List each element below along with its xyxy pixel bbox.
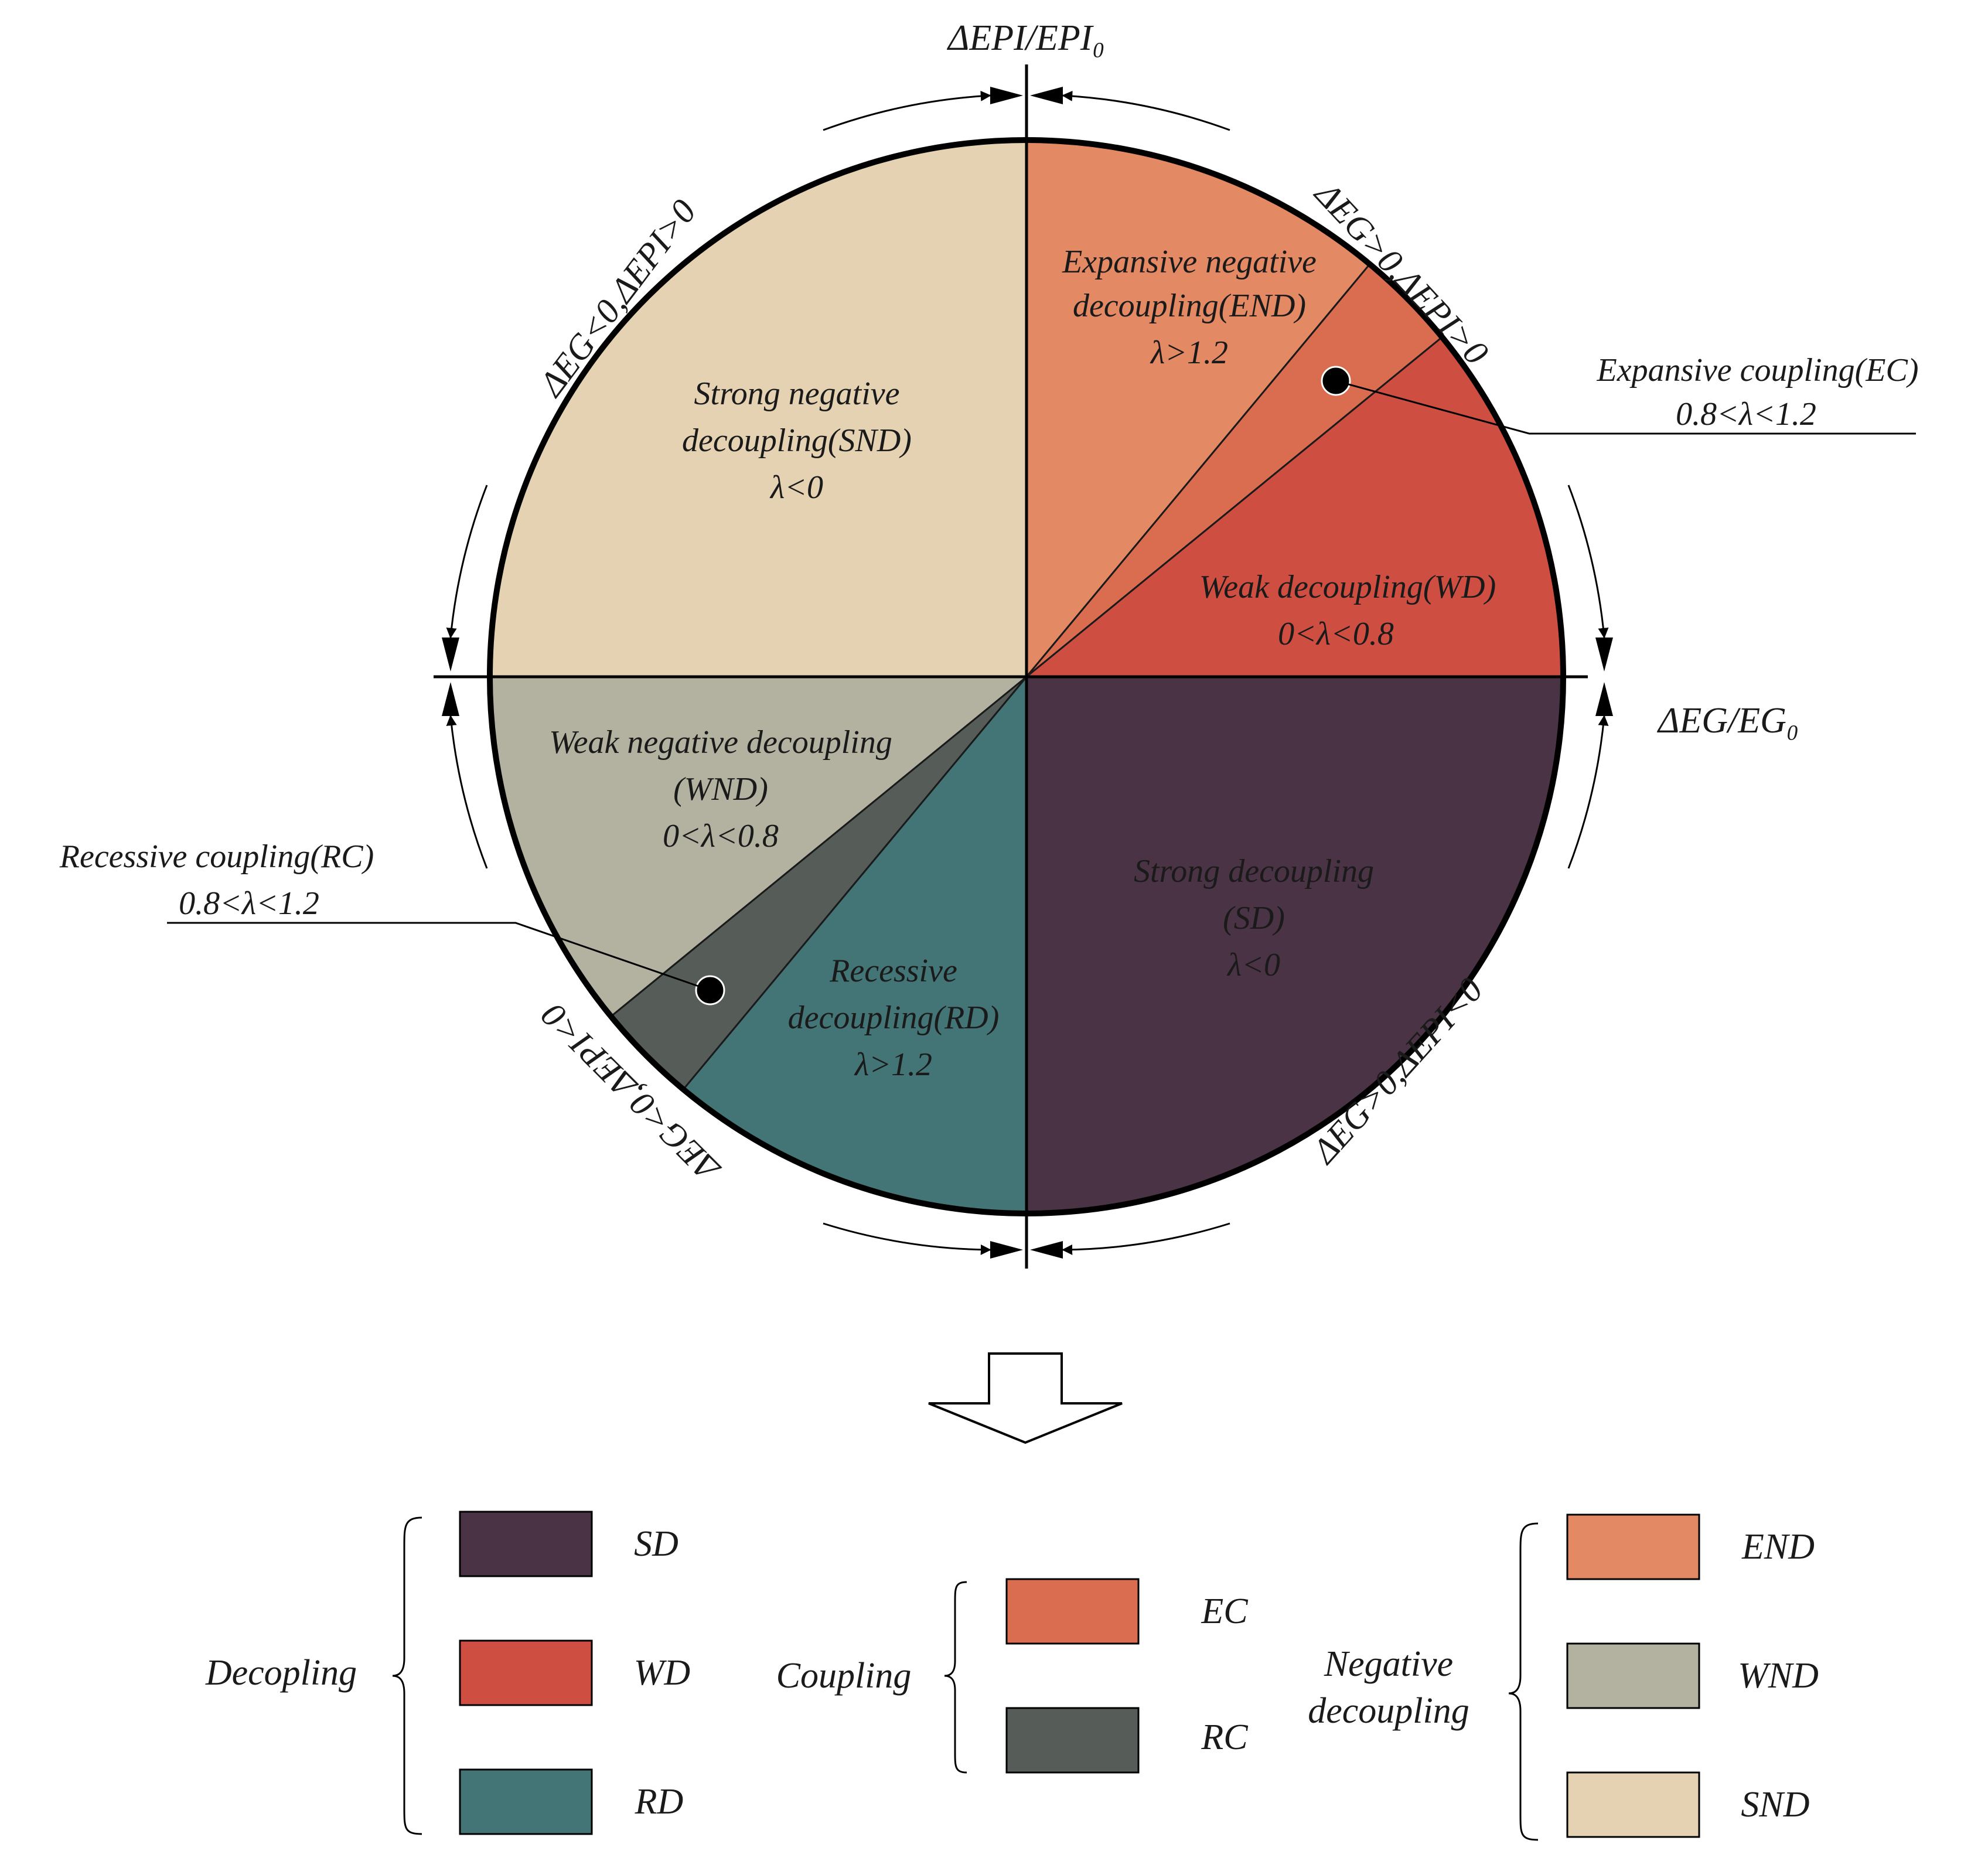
legend-swatch-sd — [459, 1511, 593, 1577]
end-label-2: decoupling(END) — [1073, 288, 1306, 324]
ec-callout-label: Expansive coupling(EC) — [1597, 352, 1919, 388]
legend-label-wd: WD — [634, 1653, 690, 1693]
snd-label-1: Strong negative — [694, 376, 900, 412]
legend-swatch-wd — [459, 1639, 593, 1706]
y-axis-label: ΔEPI/EPI₀ — [946, 18, 1105, 58]
legend-swatch-end — [1566, 1513, 1700, 1580]
rotation-arcs — [446, 90, 1609, 1255]
legend-swatch-rc — [1005, 1707, 1140, 1774]
wd-label-cond: 0<λ<0.8 — [1278, 616, 1394, 652]
rc-leader-line — [167, 922, 711, 991]
legend-brace-negative — [1508, 1522, 1539, 1841]
wnd-label-2: (WND) — [673, 771, 768, 807]
sector-labels: Strong negative decoupling(SND) λ<0 Expa… — [549, 244, 1496, 1083]
rd-label-2: decoupling(RD) — [788, 1000, 1000, 1036]
legend-group-negative-title-2: decoupling — [1308, 1691, 1469, 1731]
legend-swatch-rd — [459, 1768, 593, 1835]
end-label-cond: λ>1.2 — [1150, 335, 1228, 371]
legend-swatch-wnd — [1566, 1642, 1700, 1709]
legend-label-rc: RC — [1201, 1717, 1248, 1757]
legend-brace-coupling — [944, 1581, 967, 1774]
rd-label-1: Recessive — [829, 953, 957, 989]
snd-label-2: decoupling(SND) — [682, 422, 912, 459]
wnd-label-cond: 0<λ<0.8 — [663, 818, 779, 854]
sd-label-1: Strong decoupling — [1134, 853, 1374, 889]
legend-group-coupling-title: Coupling — [776, 1656, 912, 1696]
axis-arrows — [442, 87, 1613, 1259]
legend-label-snd: SND — [1741, 1785, 1809, 1825]
legend-label-rd: RD — [635, 1782, 684, 1822]
rd-label-cond: λ>1.2 — [854, 1046, 932, 1083]
legend-swatch-ec — [1005, 1578, 1140, 1645]
sd-label-2: (SD) — [1223, 900, 1285, 936]
snd-label-cond: λ<0 — [769, 469, 823, 506]
legend-label-sd: SD — [634, 1524, 678, 1564]
legend-label-end: END — [1741, 1527, 1815, 1567]
sector-sd — [1025, 676, 1564, 1215]
legend-label-ec: EC — [1201, 1591, 1248, 1631]
legend-brace-decoupling — [392, 1516, 422, 1835]
legend-label-wnd: WND — [1738, 1656, 1819, 1696]
ec-callout-cond: 0.8<λ<1.2 — [1676, 396, 1816, 432]
wnd-label-1: Weak negative decoupling — [549, 724, 892, 761]
wd-label-1: Weak decoupling(WD) — [1199, 569, 1496, 605]
down-arrow — [928, 1352, 1123, 1444]
sd-label-cond: λ<0 — [1226, 947, 1280, 983]
rc-callout-cond: 0.8<λ<1.2 — [179, 885, 319, 922]
legend-group-negative-title-1: Negative — [1324, 1644, 1453, 1684]
legend: Decopling SD WD RD Coupling EC RC Negati… — [205, 1511, 1819, 1841]
x-axis-label: ΔEG/EG₀ — [1656, 701, 1799, 741]
rc-callout-label: Recessive coupling(RC) — [59, 838, 374, 875]
legend-swatch-snd — [1566, 1771, 1700, 1838]
ec-leader-line — [1335, 380, 1916, 435]
end-label-1: Expansive negative — [1062, 244, 1317, 280]
legend-group-decoupling-title: Decopling — [205, 1653, 357, 1693]
